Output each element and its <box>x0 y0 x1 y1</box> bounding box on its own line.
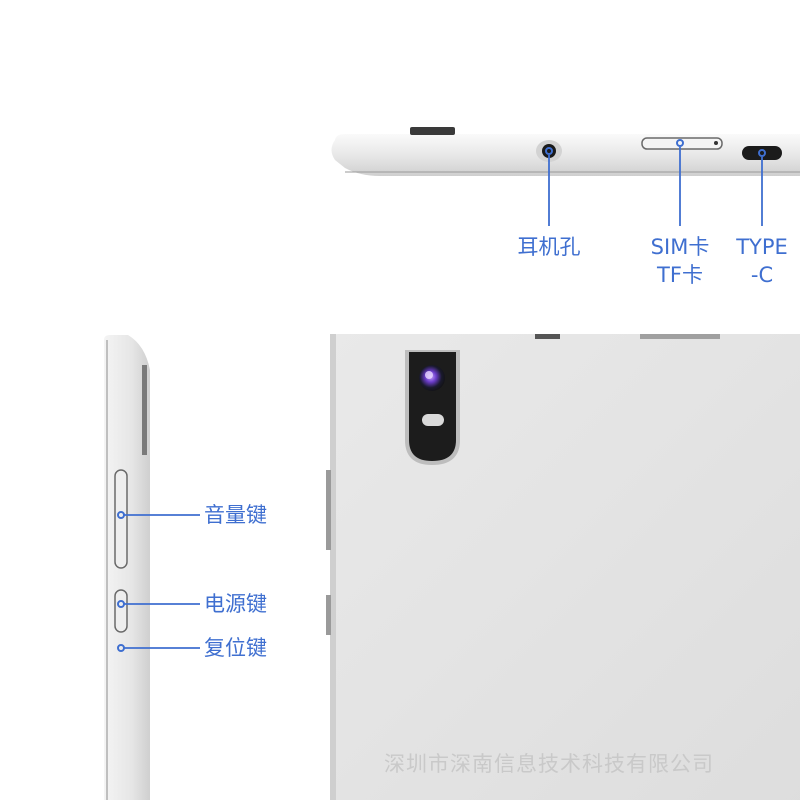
tablet-top-edge <box>331 127 800 176</box>
label-sim-card: SIM卡 <box>650 235 710 259</box>
label-tf-card: TF卡 <box>657 263 703 287</box>
label-reset-key: 复位键 <box>204 636 267 660</box>
label-type-c-line1: TYPE <box>736 235 788 259</box>
tablet-side-edge <box>104 335 150 800</box>
callout-lines-top <box>548 147 763 226</box>
power-key <box>114 589 128 633</box>
flash <box>422 414 444 426</box>
label-volume-key: 音量键 <box>204 503 267 527</box>
label-type-c-line2: -C <box>750 263 774 287</box>
callout-lines-side <box>124 514 200 649</box>
label-headphone-jack: 耳机孔 <box>517 235 581 259</box>
power-button-top <box>410 127 455 135</box>
camera-lens <box>419 365 445 391</box>
headphone-jack <box>542 144 556 158</box>
label-power-key: 电源键 <box>204 592 267 616</box>
type-c-port <box>742 146 782 160</box>
company-watermark: 深圳市深南信息技术科技有限公司 <box>384 752 714 776</box>
tablet-back <box>326 334 800 800</box>
